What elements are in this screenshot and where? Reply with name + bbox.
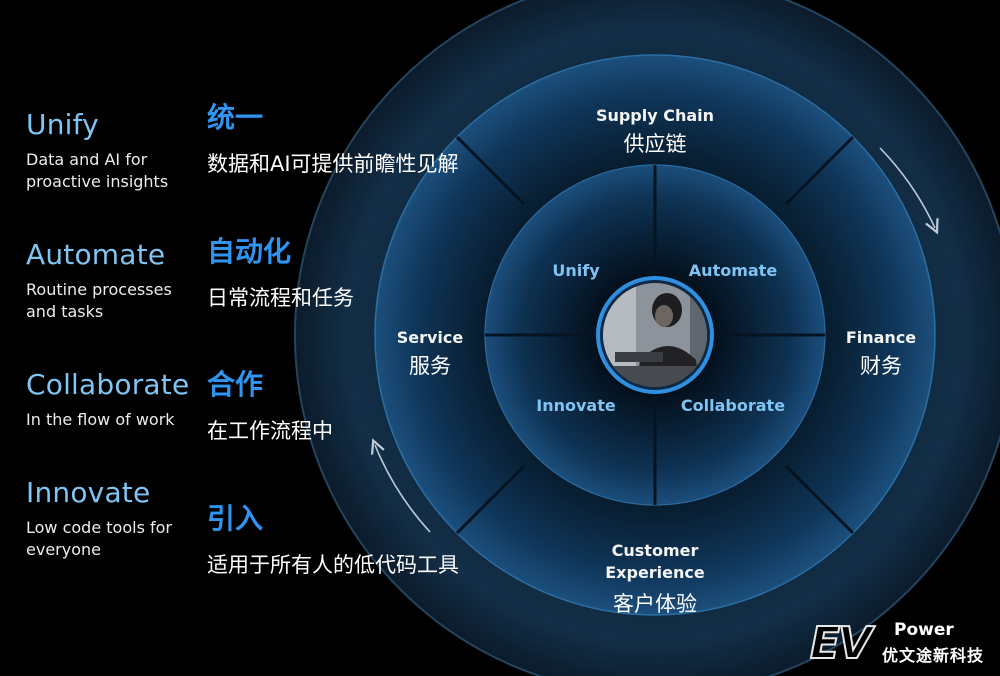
quadrant-unify-label: Unify	[552, 261, 600, 280]
arrow-clockwise-bottom-icon	[375, 445, 431, 533]
cn-item-automate: 自动化 日常流程和任务	[207, 230, 354, 312]
cn-item-innovate: 引入 适用于所有人的低代码工具	[207, 497, 459, 579]
segment-customer-label-line1: Customer	[612, 541, 699, 560]
left-item-unify: Unify Data and AI for proactive insights	[26, 108, 196, 193]
segment-customer-label-cn: 客户体验	[613, 592, 697, 616]
left-item-collaborate: Collaborate In the flow of work	[26, 368, 196, 431]
cn-item-unify: 统一 数据和AI可提供前瞻性见解	[207, 96, 459, 178]
left-item-innovate: Innovate Low code tools for everyone	[26, 476, 196, 561]
logo-word: Power	[894, 620, 954, 640]
left-title: Unify	[26, 108, 99, 141]
left-desc: Routine processes and tasks	[26, 280, 172, 321]
arrow-clockwise-top-icon	[879, 147, 935, 228]
cn-desc: 适用于所有人的低代码工具	[207, 553, 459, 577]
logo-mark: EV	[809, 617, 873, 670]
segment-service-label: Service	[397, 328, 464, 347]
cn-title: 自动化	[207, 235, 292, 268]
cn-title: 合作	[207, 368, 264, 401]
cn-desc: 日常流程和任务	[207, 286, 354, 310]
ev-power-logo: EV Power 优文途新科技	[809, 617, 1000, 670]
segment-finance-label-cn: 财务	[860, 354, 902, 378]
segment-divider	[455, 135, 526, 206]
left-title: Innovate	[26, 476, 151, 509]
segment-finance-label: Finance	[846, 328, 916, 347]
segment-divider	[455, 464, 526, 535]
cn-title: 引入	[207, 502, 264, 535]
cn-title: 统一	[207, 101, 264, 134]
left-item-automate: Automate Routine processes and tasks	[26, 238, 196, 323]
logo-cn: 优文途新科技	[882, 646, 985, 665]
segment-divider	[784, 464, 855, 535]
left-title: Collaborate	[26, 368, 190, 401]
cn-desc: 在工作流程中	[207, 419, 333, 443]
segment-supply-chain-label: Supply Chain	[596, 106, 714, 125]
cn-desc: 数据和AI可提供前瞻性见解	[207, 152, 459, 176]
left-desc: In the flow of work	[26, 410, 175, 429]
left-title: Automate	[26, 238, 166, 271]
left-desc: Low code tools for everyone	[26, 518, 172, 559]
quadrant-collaborate-label: Collaborate	[681, 396, 785, 415]
quadrant-automate-label: Automate	[689, 261, 778, 280]
segment-divider	[784, 135, 855, 206]
quadrant-innovate-label: Innovate	[536, 396, 616, 415]
segment-service-label-cn: 服务	[409, 354, 451, 378]
left-desc: Data and AI for proactive insights	[26, 150, 169, 191]
cn-item-collaborate: 合作 在工作流程中	[207, 363, 333, 445]
segment-supply-chain-label-cn: 供应链	[624, 132, 687, 156]
segment-customer-label-line2: Experience	[605, 563, 705, 582]
